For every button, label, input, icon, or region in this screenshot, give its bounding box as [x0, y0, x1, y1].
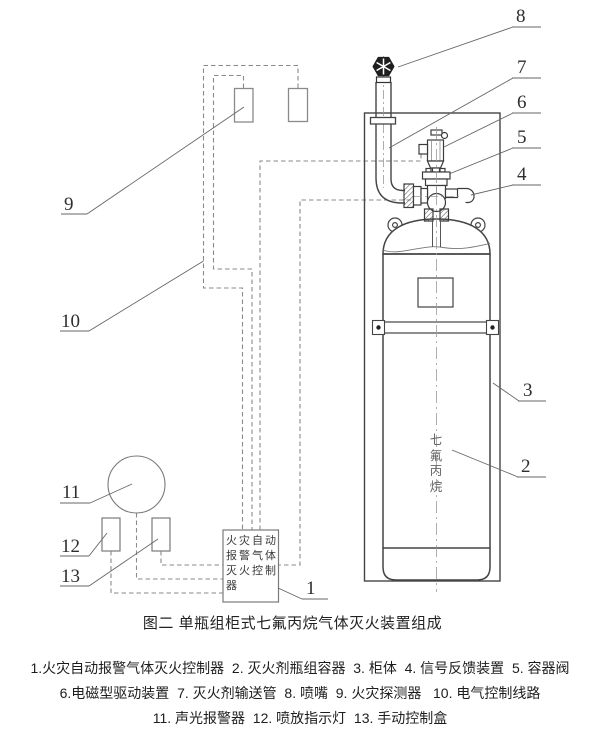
callout-1: 1 [306, 578, 316, 599]
discharge-pipe [375, 82, 405, 204]
valve-neck [423, 208, 450, 247]
pipe-wall-collar [369, 116, 397, 125]
controller-label: 火灾自动报警气体灭火控制器 [226, 535, 278, 592]
legend-line-1: 1.火灾自动报警气体灭火控制器 2. 灭火剂瓶组容器 3. 柜体 4. 信号反馈… [30, 660, 570, 676]
pipe-coupling-nut [403, 183, 429, 209]
callout-13: 13 [61, 566, 80, 587]
callout-11: 11 [62, 482, 81, 503]
electric-control-wiring [110, 64, 422, 594]
agent-cylinder [371, 217, 500, 581]
fire-detector-2 [287, 87, 309, 123]
legend-line-2: 6.电磁型驱动装置 7. 灭火剂输送管 8. 喷嘴 9. 火灾探测器 10. 电… [59, 685, 541, 701]
callout-9: 9 [64, 194, 74, 215]
solenoid-actuator [418, 129, 449, 173]
discharge-indicator-lamp [101, 517, 121, 552]
callout-8: 8 [516, 6, 526, 27]
mounting-strap [371, 319, 500, 336]
callout-4: 4 [517, 164, 527, 185]
sound-light-alarm [107, 455, 166, 514]
cylinder-nameplate [417, 277, 454, 308]
cylinder-agent-label: 七氟丙烷 [429, 433, 443, 494]
dome-weld-line [382, 243, 491, 253]
fire-detectors [233, 87, 309, 123]
callout-2: 2 [521, 456, 531, 477]
callout-7: 7 [517, 57, 527, 78]
callout-5: 5 [517, 127, 527, 148]
controller-box [222, 529, 280, 603]
callout-3: 3 [523, 380, 533, 401]
cabinet-outline [363, 112, 501, 582]
figure-caption: 图二 单瓶组柜式七氟丙烷气体灭火装置组成 [142, 615, 443, 632]
nozzle [372, 56, 395, 84]
cylinder-base [382, 547, 491, 581]
callout-6: 6 [517, 92, 527, 113]
manual-control-box [151, 517, 171, 552]
callout-12: 12 [61, 536, 80, 557]
legend-line-3: 11. 声光报警器 12. 喷放指示灯 13. 手动控制盒 [152, 710, 448, 726]
callout-10: 10 [61, 311, 80, 332]
signal-feedback-device [444, 187, 475, 204]
callout-leaders [60, 26, 546, 600]
fire-detector-1 [233, 87, 254, 123]
